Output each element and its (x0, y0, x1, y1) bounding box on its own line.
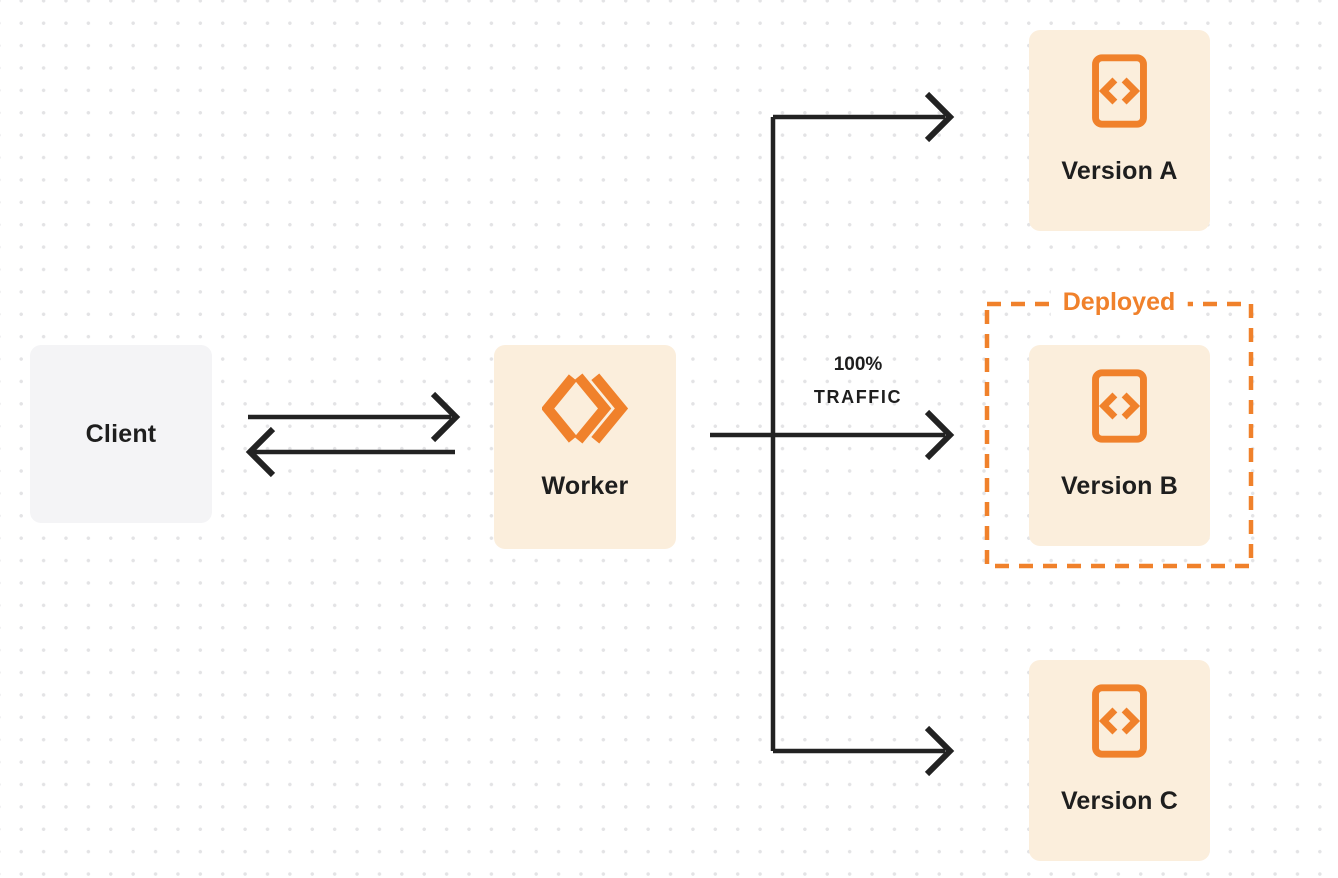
code-file-icon (1092, 684, 1147, 758)
version-a-label: Version A (1061, 157, 1178, 185)
traffic-percent: 100% (833, 354, 883, 375)
arrow-to-version-c (773, 725, 955, 777)
client-to-worker-arrow (248, 391, 461, 443)
arrow-to-version-a (773, 91, 955, 143)
version-b-label: Version B (1060, 472, 1179, 500)
version-a-node: Version A (1029, 30, 1210, 231)
worker-label: Worker (541, 472, 629, 500)
traffic-word: TRAFFIC (813, 387, 903, 407)
worker-node: Worker (494, 345, 676, 549)
version-c-node: Version C (1029, 660, 1210, 861)
version-c-label: Version C (1060, 787, 1179, 815)
version-b-node: Version B (1029, 345, 1210, 546)
arrow-to-version-b (710, 409, 955, 461)
workers-logo-icon (542, 373, 628, 444)
code-file-icon (1092, 54, 1147, 128)
deployed-label: Deployed (1050, 285, 1188, 319)
worker-to-client-arrow (245, 426, 455, 478)
client-node: Client (30, 345, 212, 523)
traffic-label: 100% TRAFFIC (780, 348, 936, 414)
client-label: Client (85, 419, 157, 448)
code-file-icon (1092, 369, 1147, 443)
